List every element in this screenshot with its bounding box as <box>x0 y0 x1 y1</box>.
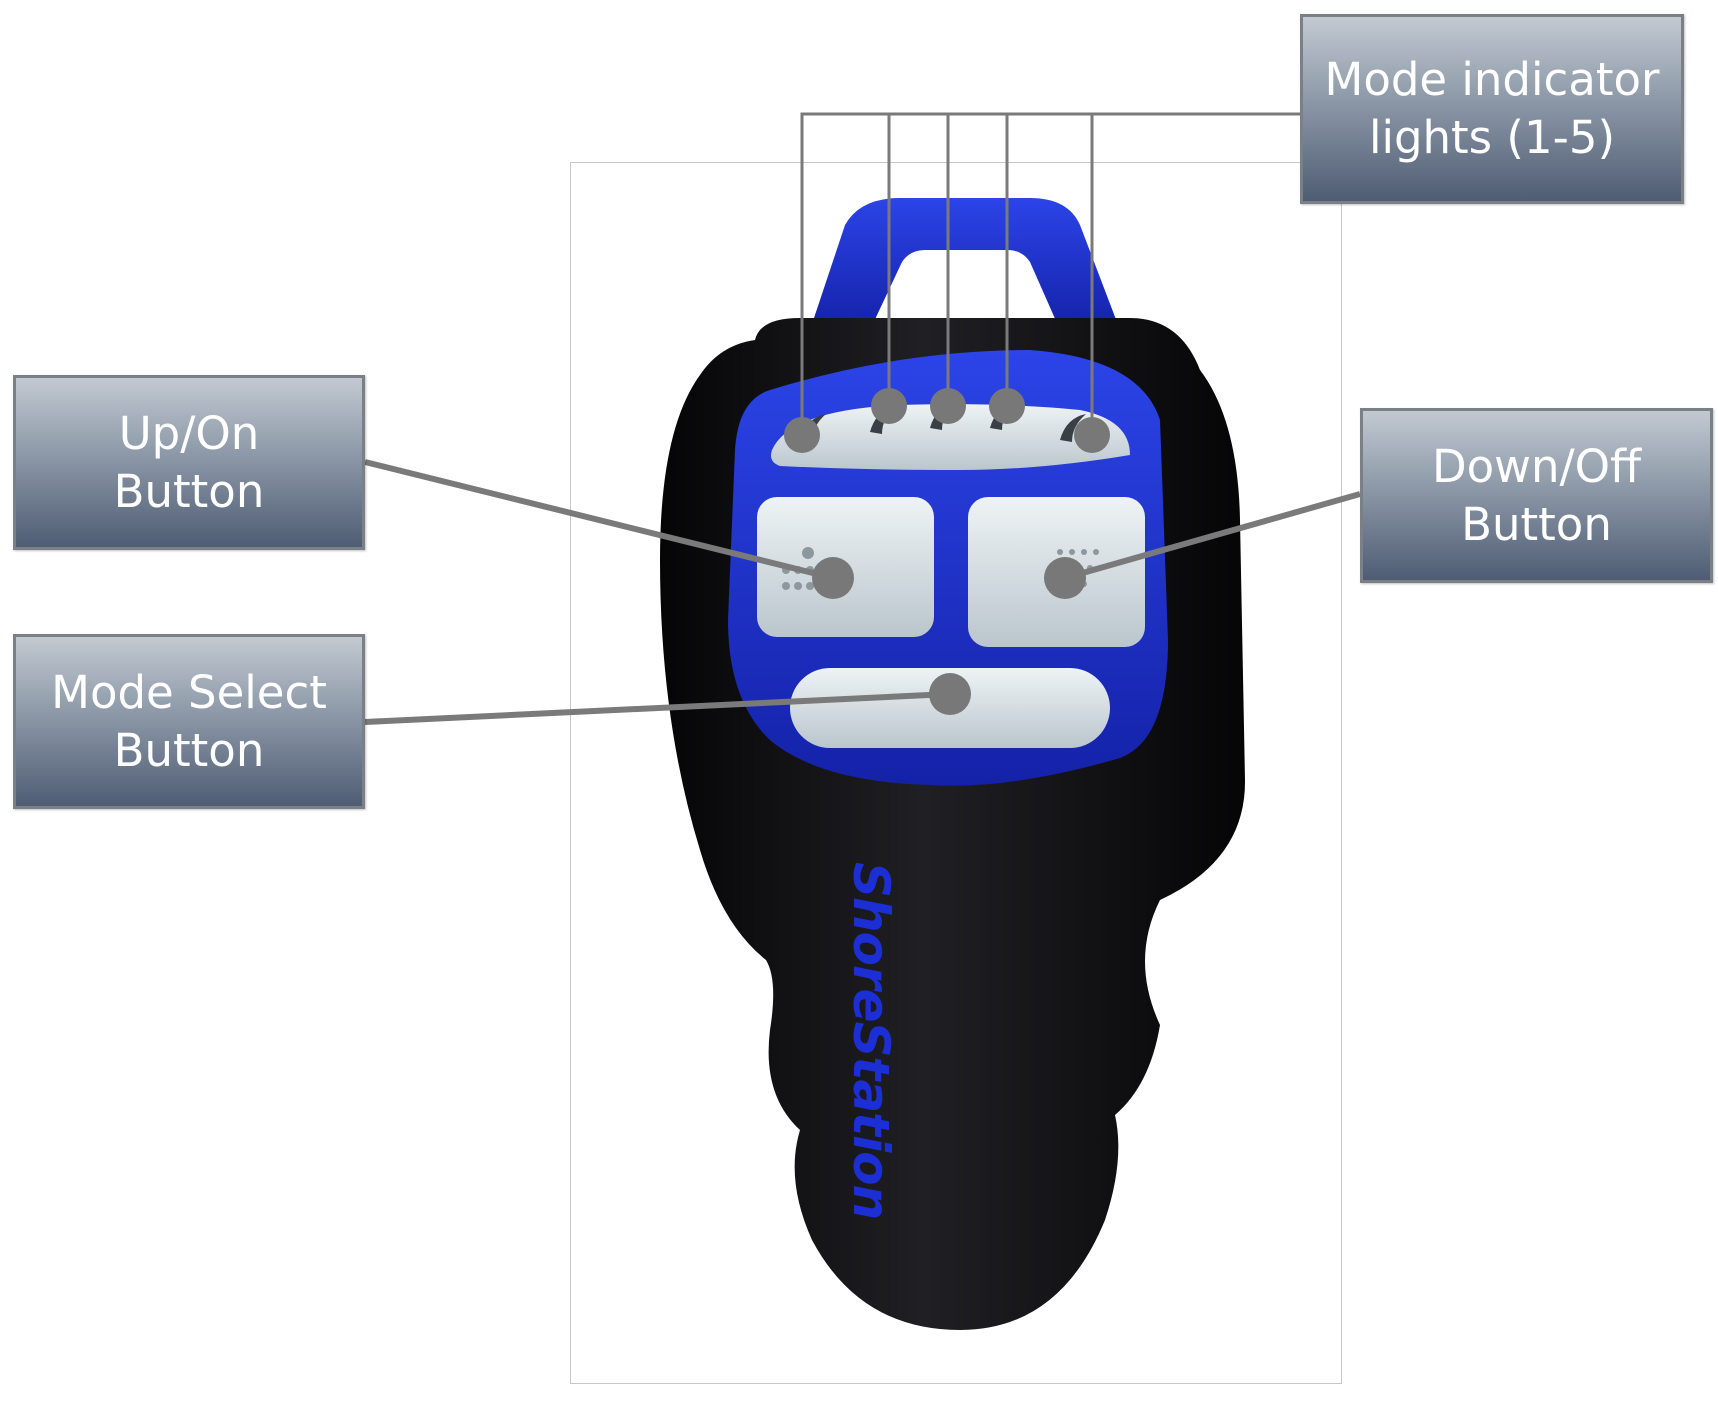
down-off-point <box>1044 557 1086 599</box>
down-off-callout: Down/Off Button <box>1360 408 1713 583</box>
leader-line-up-on <box>364 459 834 581</box>
up-on-label: Up/On Button <box>113 406 265 518</box>
leader-lines-mode-indicator <box>800 112 1300 435</box>
key-ring-loop <box>810 198 1120 330</box>
mode-indicator-callout: Mode indicator lights (1-5) <box>1300 14 1684 204</box>
down-off-label: Down/Off Button <box>1431 439 1642 551</box>
indicator-lens-5 <box>1060 414 1086 442</box>
indicator-strip <box>771 404 1130 470</box>
mode-select-point <box>929 673 971 715</box>
mode-select-label: Mode Select Button <box>51 665 327 777</box>
leader-line-mode-select <box>364 691 951 725</box>
leader-line-down-off <box>1064 491 1361 581</box>
indicator-points <box>784 388 1110 453</box>
mode-select-callout: Mode Select Button <box>13 634 365 809</box>
image-frame <box>570 162 1342 1384</box>
up-on-callout: Up/On Button <box>13 375 365 550</box>
brand-text: ShoreStation <box>842 862 900 1220</box>
mode-indicator-label: Mode indicator lights (1-5) <box>1324 53 1660 164</box>
up-arrow-icon <box>782 547 814 590</box>
up-on-point <box>812 557 854 599</box>
